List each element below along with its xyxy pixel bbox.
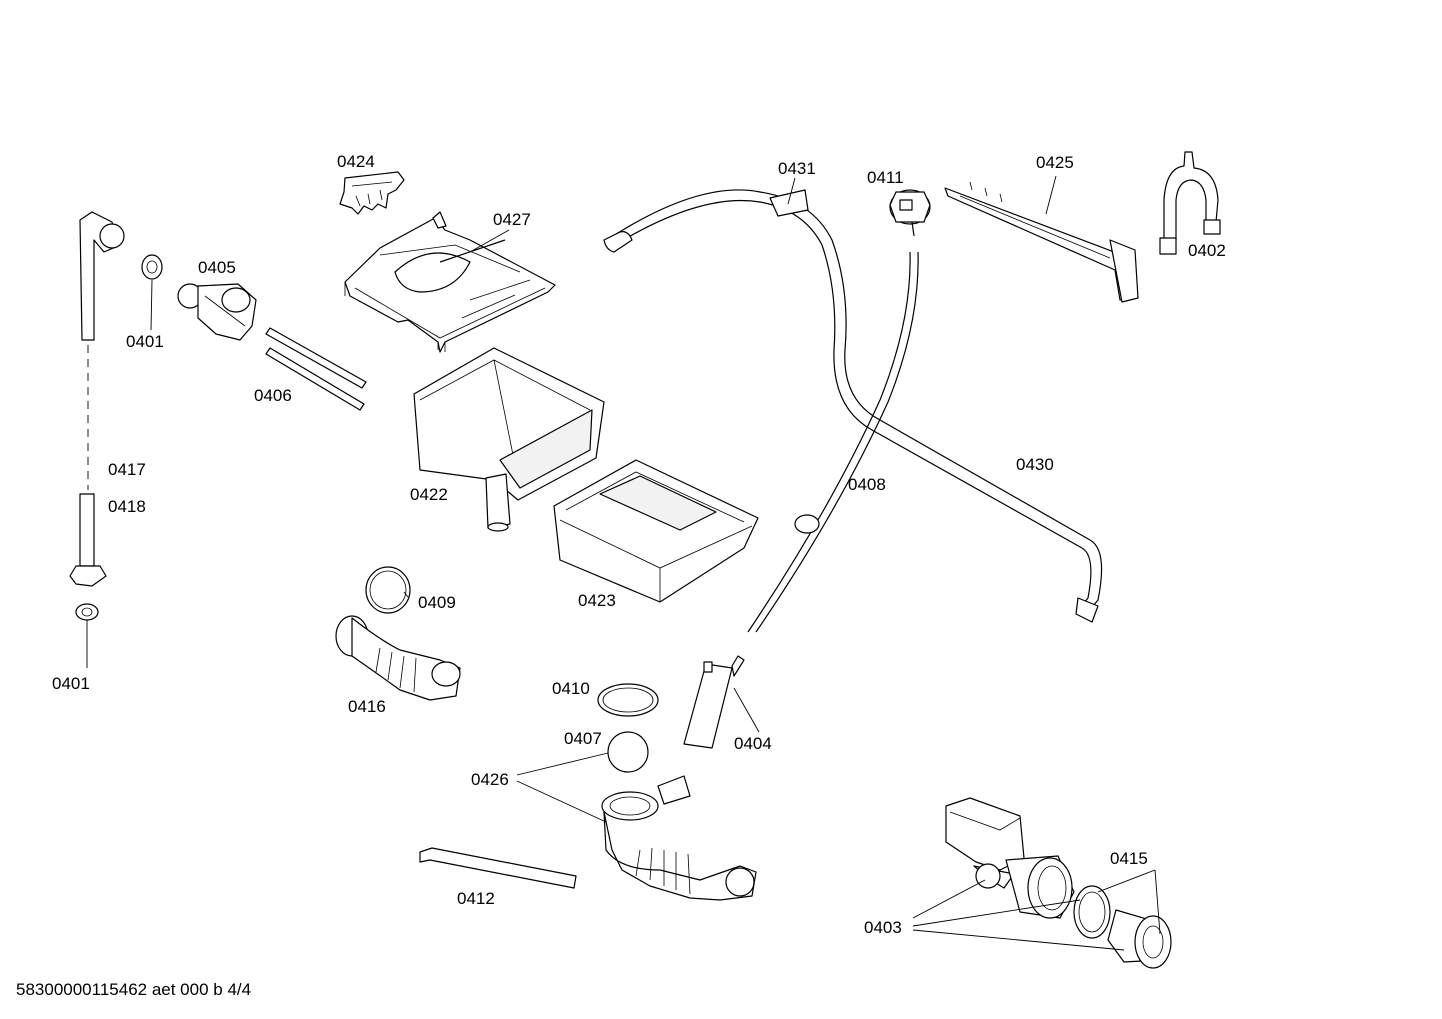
part-0427-dispenser-cover xyxy=(344,211,556,353)
part-0423-detergent-drawer xyxy=(553,459,759,603)
label-0411: 0411 xyxy=(867,168,904,187)
part-0426-sump-hose xyxy=(601,775,757,901)
part-0417-inlet-pipe xyxy=(69,211,125,587)
part-0409-ring xyxy=(365,566,411,614)
part-0408-tube xyxy=(747,251,919,633)
label-0408: 0408 xyxy=(848,475,886,494)
label-0410: 0410 xyxy=(552,679,590,698)
label-0427: 0427 xyxy=(493,210,531,229)
label-0430: 0430 xyxy=(1016,455,1054,474)
leader-lines xyxy=(86,175,1161,951)
label-0423: 0423 xyxy=(578,591,616,610)
part-0430-0431-hose xyxy=(603,189,1103,623)
label-0401-bottom: 0401 xyxy=(52,674,90,693)
label-0426: 0426 xyxy=(471,770,509,789)
label-0425: 0425 xyxy=(1036,153,1074,172)
label-0403: 0403 xyxy=(864,918,902,937)
part-0411-pressure-switch xyxy=(889,189,931,237)
part-0425-rail xyxy=(944,181,1139,303)
label-0404: 0404 xyxy=(734,734,772,753)
part-0402-hook xyxy=(1159,151,1221,255)
part-labels: 0424 0427 0431 0411 0425 0402 0405 0401 … xyxy=(52,152,1226,937)
part-0403-drain-pump xyxy=(945,797,1075,919)
label-0412: 0412 xyxy=(457,889,495,908)
label-0431: 0431 xyxy=(778,159,816,178)
part-0404-sensor xyxy=(683,655,745,749)
part-0406-tubes xyxy=(265,327,367,411)
label-0424: 0424 xyxy=(337,152,375,171)
part-0405-inlet-valve xyxy=(177,283,257,341)
label-0406: 0406 xyxy=(254,386,292,405)
part-0415-seal-and-filter xyxy=(1073,885,1172,969)
label-0407: 0407 xyxy=(564,729,602,748)
label-0417: 0417 xyxy=(108,460,146,479)
part-0412-hose xyxy=(419,847,577,889)
part-0401-washer-top xyxy=(141,254,163,280)
part-0407-ball xyxy=(607,731,649,773)
label-0415: 0415 xyxy=(1110,849,1148,868)
label-0405: 0405 xyxy=(198,258,236,277)
label-0402: 0402 xyxy=(1188,241,1226,260)
label-0416: 0416 xyxy=(348,697,386,716)
document-footer-code: 58300000115462 aet 000 b 4/4 xyxy=(16,980,252,999)
part-0416-bellows-hose xyxy=(335,615,461,701)
label-0401-top: 0401 xyxy=(126,332,164,351)
label-0422: 0422 xyxy=(410,485,448,504)
part-0422-dispenser-housing xyxy=(413,347,605,532)
label-0418: 0418 xyxy=(108,497,146,516)
part-0401-washer-bottom xyxy=(75,603,99,621)
part-0410-ring xyxy=(597,683,659,717)
label-0409: 0409 xyxy=(418,593,456,612)
part-0424-bracket xyxy=(339,171,405,215)
